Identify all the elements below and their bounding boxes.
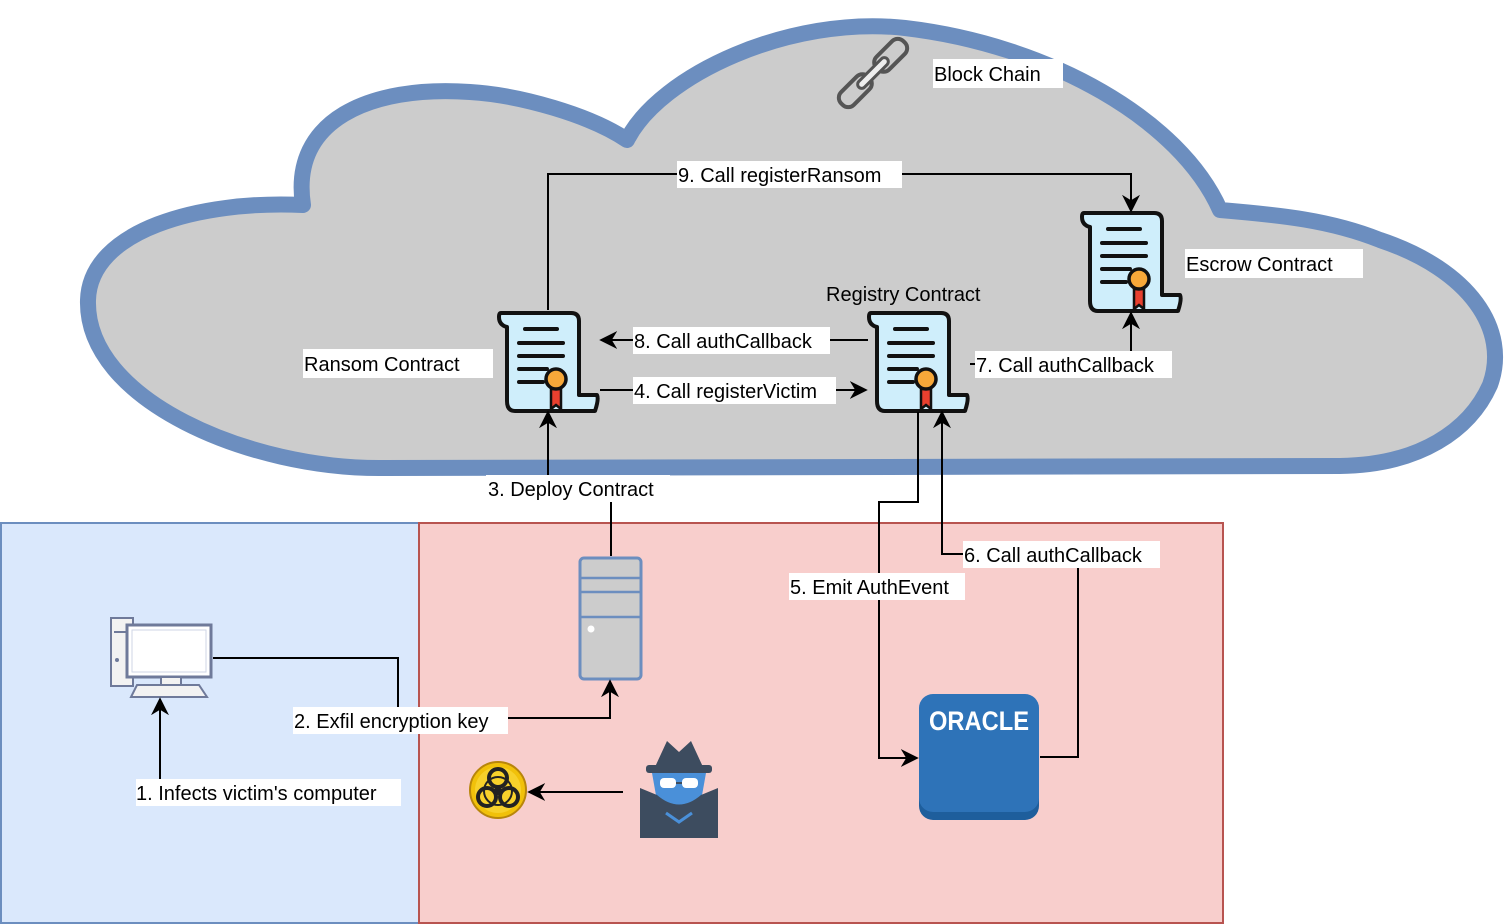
chain-link-icon [836, 36, 910, 110]
edge-label-2: 2. Exfil encryption key [294, 711, 489, 733]
biohazard-icon[interactable] [469, 761, 527, 819]
edge-label-6: 6. Call authCallback [964, 545, 1143, 567]
hacker-icon[interactable] [640, 741, 718, 838]
edge-label-5: 5. Emit AuthEvent [790, 577, 949, 599]
edge-label-4: 4. Call registerVictim [634, 381, 817, 403]
edge-emit-authevent [878, 412, 919, 767]
edge-label-8: 8. Call authCallback [634, 331, 813, 353]
edge-label-3: 3. Deploy Contract [488, 479, 654, 501]
oracle-icon[interactable]: ORACLE [919, 694, 1039, 820]
ransom-contract-label: Ransom Contract [304, 354, 460, 376]
server-icon[interactable] [578, 556, 643, 681]
blockchain-label: Block Chain [934, 64, 1041, 86]
edge-label-9: 9. Call registerRansom [678, 165, 881, 187]
registry-contract-label: Registry Contract [826, 284, 981, 306]
escrow-contract-label: Escrow Contract [1186, 254, 1333, 276]
oracle-label: ORACLE [929, 706, 1029, 736]
edge-label-7: 7. Call authCallback [976, 355, 1155, 377]
victim-computer-icon[interactable] [110, 617, 213, 698]
edge-label-1: 1. Infects victim's computer [136, 783, 377, 805]
